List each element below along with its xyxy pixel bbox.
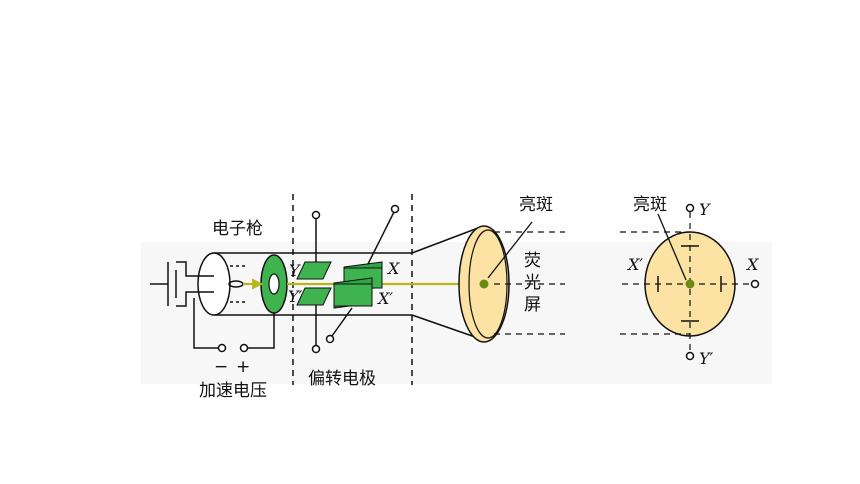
screen-label-2: 光 — [524, 273, 541, 293]
bright-spot-label: 亮斑 — [519, 195, 553, 215]
section-dividers — [292, 194, 413, 385]
anode-ring — [260, 254, 288, 314]
minus-label: − — [214, 357, 228, 377]
front-bright-spot-label: 亮斑 — [633, 195, 667, 215]
front-y-prime-label: Y′ — [699, 349, 714, 368]
x-deflection-plates — [325, 204, 400, 344]
deflection-electrodes-label: 偏转电极 — [308, 369, 376, 389]
screen-reference-lines — [494, 231, 565, 335]
screen-front-view — [620, 203, 760, 361]
plate-y-label: Y — [289, 261, 301, 280]
screen-label-1: 荧 — [524, 251, 541, 271]
front-x-label: X — [745, 255, 759, 274]
electron-gun-label: 电子枪 — [212, 219, 263, 239]
accelerating-voltage-label: 加速电压 — [199, 381, 267, 401]
fluorescent-screen — [458, 221, 533, 343]
accel-wiring — [193, 298, 275, 353]
plus-label: + — [236, 357, 250, 377]
plate-x-prime-label: X′ — [376, 289, 393, 308]
front-x-prime-label: X′ — [626, 255, 643, 274]
screen-label-3: 屏 — [524, 295, 541, 315]
plate-x-label: X — [386, 259, 400, 278]
plate-y-prime-label: Y′ — [288, 287, 303, 306]
front-y-label: Y — [699, 200, 711, 219]
cathode — [150, 261, 244, 307]
y-deflection-plates — [296, 210, 332, 354]
tube-body — [197, 227, 479, 339]
